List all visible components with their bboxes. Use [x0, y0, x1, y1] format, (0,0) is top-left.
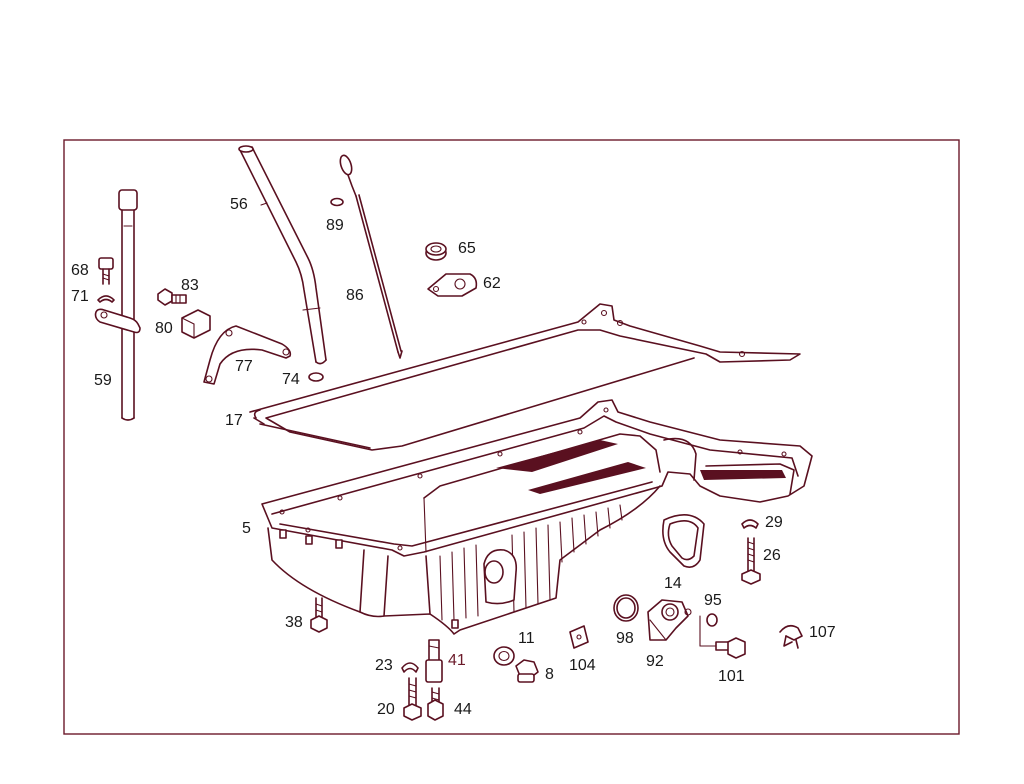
o-ring-98[interactable]: [613, 594, 639, 622]
callout-107: 107: [809, 624, 836, 641]
callout-80: 80: [155, 320, 173, 337]
bolt-44[interactable]: [427, 687, 444, 721]
sleeve-41[interactable]: [425, 639, 443, 683]
callout-65: 65: [458, 240, 476, 257]
dipstick-86[interactable]: [338, 154, 403, 359]
diagram-frame: [63, 139, 960, 735]
callout-56: 56: [230, 196, 248, 213]
oil-level-sensor-92[interactable]: [647, 599, 692, 641]
callout-38: 38: [285, 614, 303, 631]
callout-92: 92: [646, 653, 664, 670]
callout-8: 8: [545, 666, 554, 683]
callout-29: 29: [765, 514, 783, 531]
bolt-83[interactable]: [157, 288, 187, 306]
sealing-ring-11[interactable]: [493, 646, 515, 666]
callout-11: 11: [518, 630, 535, 647]
callout-101: 101: [718, 668, 745, 685]
washer-71[interactable]: [97, 295, 115, 303]
bracket-104[interactable]: [569, 625, 589, 649]
bolt-68[interactable]: [98, 257, 114, 285]
callout-59: 59: [94, 372, 112, 389]
gasket-14[interactable]: [662, 514, 705, 568]
bolt-20[interactable]: [403, 677, 422, 721]
callout-44: 44: [454, 701, 472, 718]
callout-95: 95: [704, 592, 722, 609]
callout-89: 89: [326, 217, 344, 234]
washer-23[interactable]: [401, 662, 419, 673]
callout-86: 86: [346, 287, 364, 304]
guide-tube-56[interactable]: [238, 145, 327, 365]
bolt-38[interactable]: [310, 597, 328, 633]
dipstick-guide-tube-59[interactable]: [94, 189, 141, 421]
clip-107[interactable]: [779, 624, 803, 649]
clip-80[interactable]: [181, 309, 211, 339]
seal-ring-89[interactable]: [330, 197, 344, 207]
grommet-65[interactable]: [425, 242, 447, 261]
callout-23: 23: [375, 657, 393, 674]
callout-5: 5: [242, 520, 251, 537]
flange-plate-62[interactable]: [427, 273, 478, 297]
washer-29[interactable]: [741, 519, 759, 529]
o-ring-95[interactable]: [706, 613, 718, 627]
callout-62: 62: [483, 275, 501, 292]
callout-71: 71: [71, 288, 89, 305]
callout-17: 17: [225, 412, 243, 429]
oil-pan-5[interactable]: [261, 399, 813, 635]
bolt-101[interactable]: [699, 615, 746, 659]
gasket-17[interactable]: [249, 303, 801, 451]
bracket-77[interactable]: [203, 325, 292, 385]
callout-20: 20: [377, 701, 395, 718]
callout-74: 74: [282, 371, 300, 388]
callout-41: 41: [448, 652, 466, 669]
callout-68: 68: [71, 262, 89, 279]
callout-104: 104: [569, 657, 596, 674]
callout-26: 26: [763, 547, 781, 564]
callout-14: 14: [664, 575, 682, 592]
callout-77: 77: [235, 358, 253, 375]
drain-plug-8[interactable]: [515, 659, 539, 683]
o-ring-74[interactable]: [308, 372, 324, 382]
callout-83: 83: [181, 277, 199, 294]
bolt-26[interactable]: [741, 537, 761, 585]
callout-98: 98: [616, 630, 634, 647]
